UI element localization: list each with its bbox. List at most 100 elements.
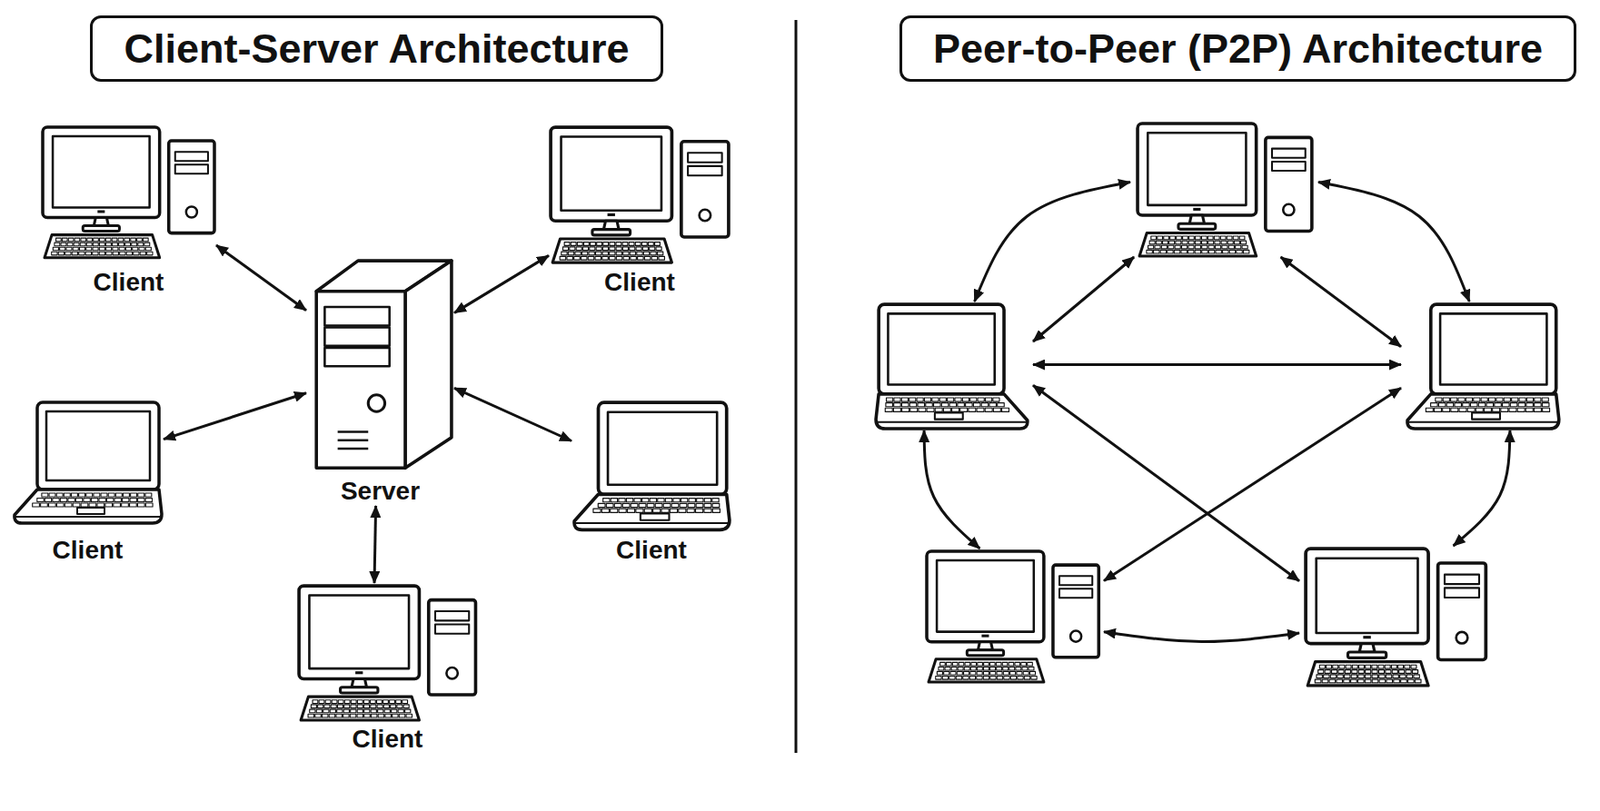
keyboard-key (1194, 236, 1201, 240)
keyboard-key (939, 662, 945, 666)
keyboard-key (658, 256, 666, 260)
keyboard-key (132, 247, 139, 251)
keyboard-key (673, 498, 680, 503)
keyboard-key (1433, 407, 1441, 412)
keyboard-key (99, 498, 106, 503)
keyboard-key (1344, 670, 1351, 675)
keyboard-key (1379, 679, 1386, 684)
keyboard-key (1234, 245, 1241, 249)
keyboard-key (983, 666, 989, 671)
keyboard-key (1510, 403, 1518, 408)
keyboard-key (1345, 665, 1352, 669)
drive-bay (687, 152, 723, 162)
keyboard-key (1371, 679, 1379, 684)
keyboard-key (99, 247, 105, 251)
keyboard-key (350, 714, 357, 718)
monitor-base (1177, 223, 1215, 229)
keyboard-key (1404, 665, 1411, 669)
keyboard-key (79, 251, 85, 256)
keyboard-key (884, 407, 893, 412)
keyboard-key (72, 247, 79, 251)
keyboard-key (138, 498, 145, 503)
connection-arrow (1033, 363, 1402, 367)
keyboard-key (1321, 679, 1329, 684)
keyboard-key (384, 705, 390, 709)
connection-arrow (454, 255, 549, 313)
keyboard-key (86, 493, 93, 497)
monitor-logo (1192, 208, 1201, 211)
laptop-edge (1408, 421, 1559, 424)
keyboard-key (977, 662, 984, 666)
keyboard-key (385, 714, 391, 718)
keyboard-key (590, 242, 597, 247)
keyboard-key (40, 503, 49, 507)
title-box: Peer-to-Peer (P2P) Architecture (899, 15, 1577, 82)
keyboard-key (323, 709, 329, 714)
keyboard-key (989, 403, 997, 408)
keyboard-key (695, 503, 704, 507)
keyboard-key (142, 238, 149, 242)
keyboard-key (1028, 666, 1034, 671)
keyboard-key (1411, 665, 1417, 669)
keyboard-key (351, 700, 358, 705)
keyboard-key (1378, 675, 1384, 679)
keyboard-key (1407, 679, 1414, 684)
keyboard-key (73, 242, 80, 247)
drive-bay (687, 166, 723, 176)
desktop-icon (1303, 546, 1488, 687)
keyboard-key (1350, 679, 1357, 684)
power-button (447, 667, 458, 679)
keyboard-key (990, 671, 996, 676)
keyboard-key (665, 498, 672, 503)
keyboard-key (944, 666, 951, 671)
drive-bay (324, 307, 389, 326)
keyboard-key (1393, 679, 1401, 684)
keyboard-key (1533, 403, 1541, 408)
keyboard-key (938, 666, 945, 671)
keyboard-key (384, 709, 390, 714)
keyboard-key (1480, 397, 1488, 402)
keyboard-key (1357, 679, 1364, 684)
keyboard-key (628, 242, 635, 247)
keyboard-key (1161, 245, 1167, 249)
keyboard-key (1358, 675, 1364, 679)
keyboard-key (596, 242, 603, 247)
keyboard-key (71, 251, 78, 256)
keyboard-key (671, 503, 679, 507)
keyboard-key (63, 493, 70, 497)
drive-bay (1059, 576, 1093, 586)
monitor-logo (981, 635, 989, 638)
keyboard-key (1152, 249, 1159, 254)
keyboard-key (144, 242, 150, 247)
keyboard-key (630, 256, 637, 260)
keyboard-key (954, 397, 962, 402)
keyboard-key (364, 714, 370, 718)
keyboard-key (357, 714, 363, 718)
keyboard-key (977, 397, 984, 402)
keyboard-key (324, 705, 330, 709)
desktop-icon (548, 124, 731, 264)
desktop-icon (40, 124, 217, 259)
monitor-frame (42, 127, 160, 219)
keyboard-key (1391, 670, 1398, 675)
keyboard-key (918, 407, 926, 412)
keyboard-key (1461, 403, 1470, 408)
keyboard-key (650, 251, 656, 256)
keyboard-key (124, 238, 130, 242)
keyboard-key (949, 403, 957, 408)
keyboard-key (958, 662, 964, 666)
keyboard-key (1155, 240, 1162, 245)
keyboard-key (1153, 245, 1160, 249)
keyboard-key (1207, 240, 1213, 245)
keyboard-key (1425, 407, 1433, 412)
server-computer: Server (306, 255, 455, 507)
keyboard-key (1174, 240, 1181, 245)
monitor-screen (52, 136, 150, 208)
keyboard-key (603, 242, 609, 247)
keyboard-key (996, 403, 1004, 408)
keyboard-key (679, 503, 687, 507)
keyboard-key (926, 407, 935, 412)
keyboard-key (973, 403, 981, 408)
keyboard-key (1541, 403, 1550, 408)
keyboard-key (1533, 407, 1541, 412)
